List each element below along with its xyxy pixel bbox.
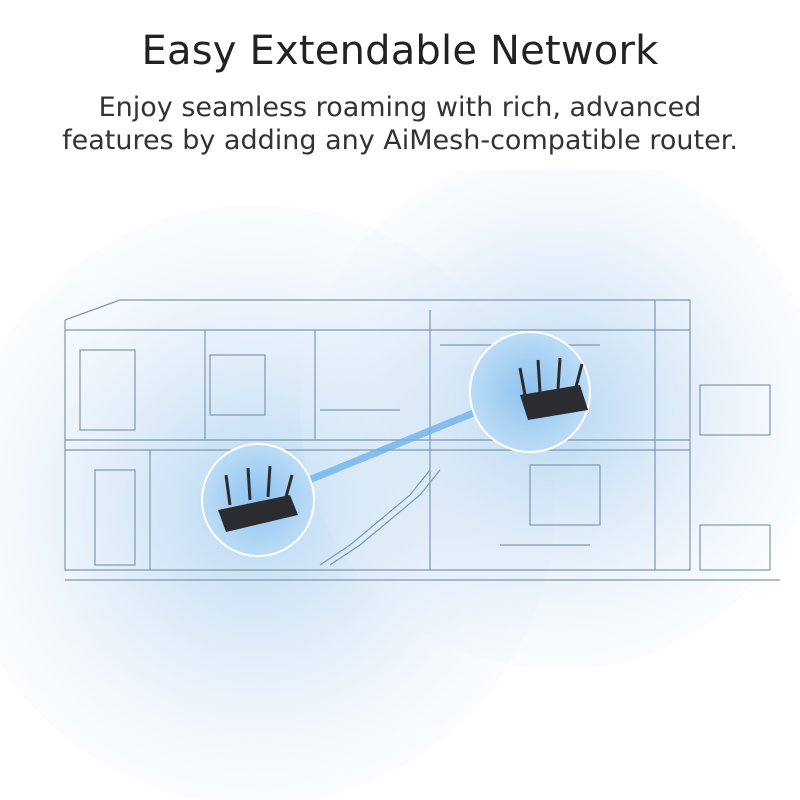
subtitle-line-2: features by adding any AiMesh-compatible… bbox=[62, 125, 738, 156]
coverage-zones bbox=[0, 170, 800, 800]
aimesh-node-router bbox=[469, 331, 591, 453]
main-router bbox=[201, 443, 315, 557]
house-sketch bbox=[64, 299, 780, 581]
subtitle-line-1: Enjoy seamless roaming with rich, advanc… bbox=[98, 92, 702, 123]
mesh-network-illustration bbox=[0, 170, 800, 800]
router-icon bbox=[218, 465, 298, 532]
page-title: Easy Extendable Network bbox=[141, 28, 659, 74]
router-icon bbox=[518, 357, 588, 420]
